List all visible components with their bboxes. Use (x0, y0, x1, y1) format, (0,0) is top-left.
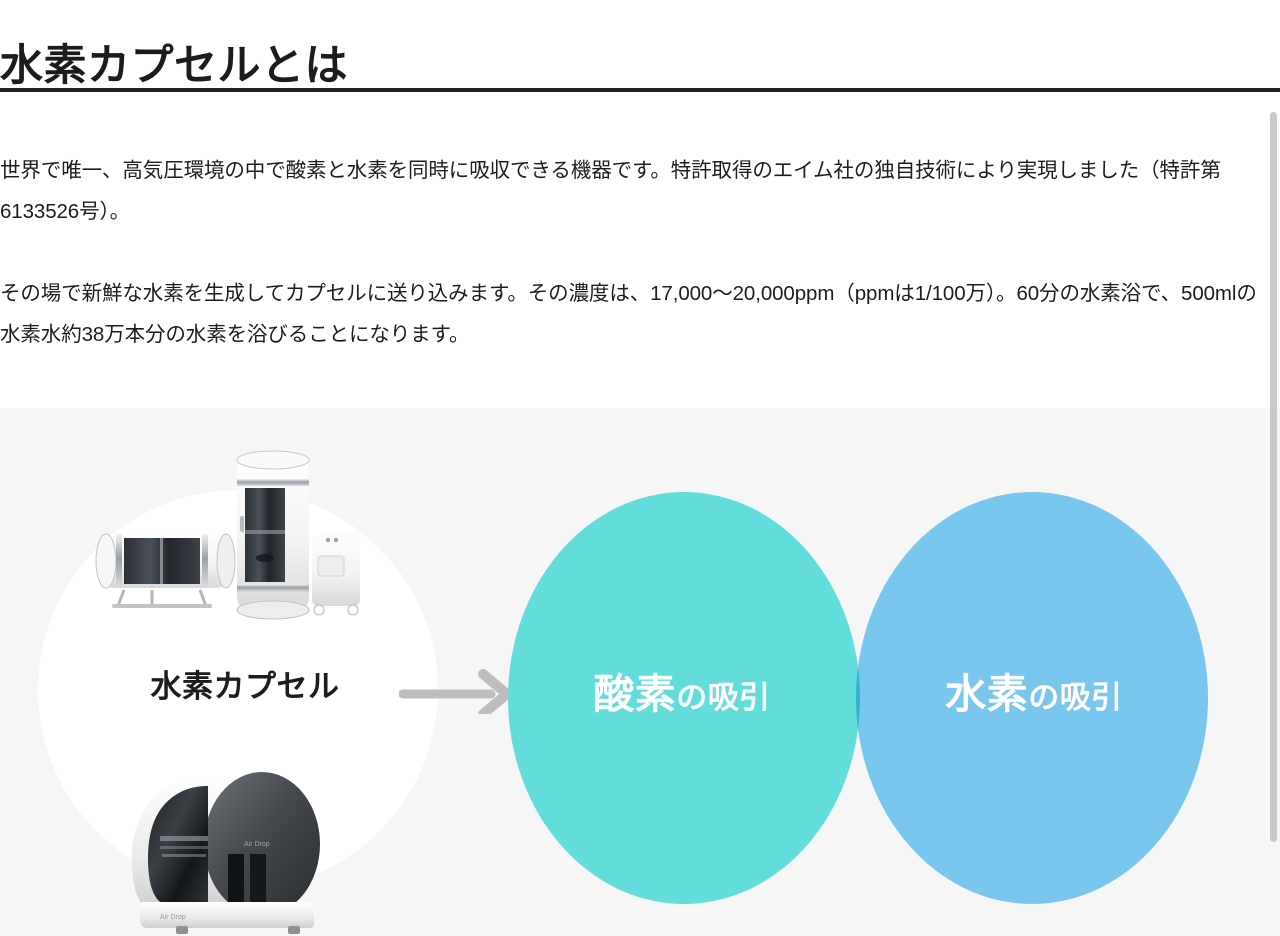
paragraph-intro: 世界で唯一、高気圧環境の中で酸素と水素を同時に吸収できる機器です。特許取得のエイ… (0, 159, 1221, 223)
venn-label-hydrogen-sub: の吸引 (1028, 680, 1123, 715)
venn-label-oxygen: 酸素の吸引 (506, 666, 858, 726)
product-photo-dome-chamber: Air Drop Air Drop (131, 772, 320, 934)
venn-label-hydrogen-main: 水素 (945, 671, 1029, 717)
body-copy: 世界で唯一、高気圧環境の中で酸素と水素を同時に吸収できる機器です。特許取得のエイ… (0, 150, 1272, 355)
product-photo-capsules (95, 450, 360, 620)
paragraph-concentration: その場で新鮮な水素を生成してカプセルに送り込みます。その濃度は、17,000〜2… (0, 282, 1257, 346)
venn-label-oxygen-sub: の吸引 (676, 680, 771, 715)
venn-circle-oxygen (508, 492, 860, 904)
scrollbar-track[interactable] (1266, 94, 1280, 936)
capsule-label: 水素カプセル (150, 669, 340, 704)
venn-label-hydrogen: 水素の吸引 (858, 666, 1210, 726)
scrollbar-thumb[interactable] (1270, 112, 1277, 842)
venn-circle-hydrogen (856, 492, 1208, 904)
svg-text:Air Drop: Air Drop (244, 841, 270, 848)
venn-label-oxygen-main: 酸素 (593, 671, 677, 717)
title-divider (0, 88, 1280, 92)
svg-text:Air Drop: Air Drop (160, 914, 186, 921)
page-title: 水素カプセルとは (0, 41, 348, 90)
venn-diagram: 酸素の吸引 水素の吸引 (508, 492, 1208, 904)
right-arrow-icon (399, 669, 512, 714)
illustration-band: 水素カプセル (0, 408, 1280, 936)
